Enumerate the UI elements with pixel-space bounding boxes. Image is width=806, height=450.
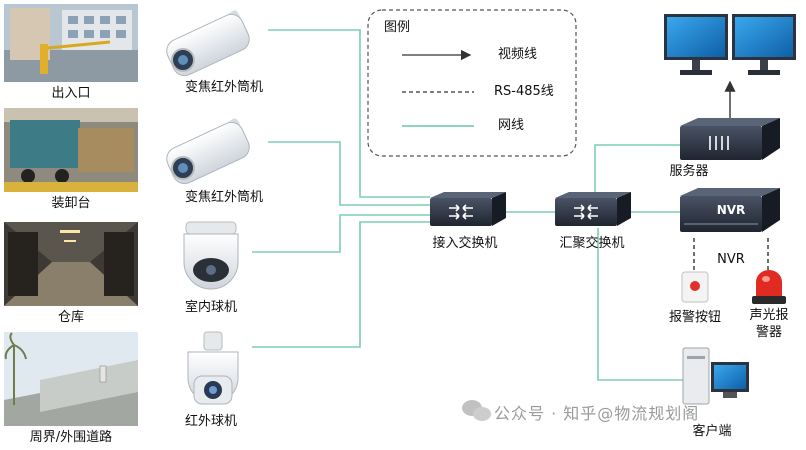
- photo-perimeter: [4, 332, 138, 426]
- label-core-switch: 汇聚交换机: [559, 236, 625, 251]
- label-alarm-button: 报警按钮: [668, 310, 722, 325]
- nvr-device: [680, 188, 780, 232]
- photo-warehouse: [4, 222, 138, 306]
- label-camera-4: 红外球机: [184, 414, 238, 429]
- label-alarm-sounder-2: 警器: [755, 325, 783, 340]
- label-camera-2: 变焦红外筒机: [184, 190, 264, 205]
- line-camera3-access: [252, 214, 430, 253]
- label-nvr: NVR: [717, 252, 745, 267]
- photo-entrance: [4, 4, 138, 82]
- core-switch-device: [555, 192, 631, 226]
- label-server: 服务器: [669, 164, 709, 179]
- legend-title: 图例: [384, 20, 411, 35]
- line-camera2-access: [268, 141, 430, 206]
- legend-item-rs485: RS-485线: [494, 84, 554, 99]
- legend-box: [367, 9, 577, 157]
- label-camera-3: 室内球机: [184, 300, 238, 315]
- indoor-dome-camera: [183, 221, 239, 290]
- label-client: 客户端: [692, 424, 732, 439]
- alarm-sounder-device: [752, 270, 786, 304]
- legend-item-network: 网线: [498, 118, 525, 133]
- client-pc-device: [682, 347, 749, 405]
- label-perimeter: 周界/外围道路: [29, 430, 113, 445]
- label-access-switch: 接入交换机: [432, 236, 498, 251]
- server-device: [680, 118, 780, 160]
- line-camera4-access: [252, 221, 430, 348]
- line-core-server: [594, 144, 680, 195]
- bullet-camera-1: [166, 10, 250, 77]
- line-core-client: [597, 228, 683, 381]
- network-lines: [252, 29, 683, 381]
- label-entrance: 出入口: [51, 86, 91, 101]
- nvr-face-text: NVR: [716, 203, 746, 217]
- label-alarm-sounder-1: 声光报: [749, 308, 789, 323]
- ir-speed-dome-camera: [187, 331, 239, 405]
- label-loading-dock: 装卸台: [51, 196, 91, 211]
- legend-item-video: 视频线: [498, 47, 538, 62]
- watermark-text: 公众号 · 知乎@物流规划阁: [494, 404, 700, 423]
- label-warehouse: 仓库: [57, 310, 85, 325]
- photo-loading-dock: [4, 108, 138, 192]
- access-switch-device: [430, 192, 506, 226]
- rs485-lines: [693, 238, 769, 270]
- label-camera-1: 变焦红外筒机: [184, 80, 264, 95]
- line-camera1-access: [268, 29, 430, 198]
- bullet-camera-2: [166, 118, 250, 185]
- alarm-button-device: [681, 271, 709, 303]
- dual-monitor: [664, 14, 796, 75]
- wechat-watermark-icon: [462, 400, 491, 421]
